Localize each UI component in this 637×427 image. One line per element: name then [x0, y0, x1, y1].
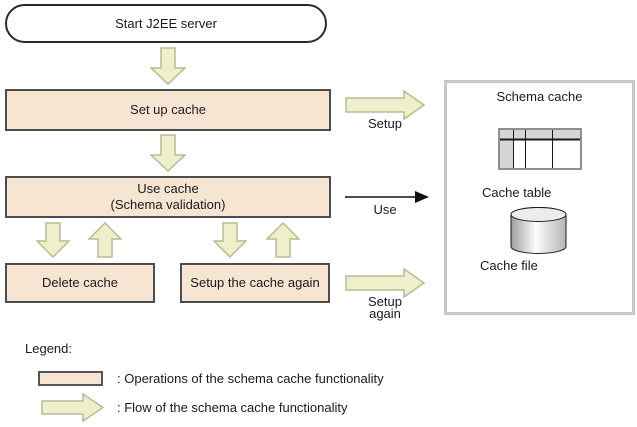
- cache-file-label: Cache file: [480, 258, 538, 273]
- use-cache-label-line2: (Schema validation): [110, 197, 226, 212]
- setup-again-flow-label-line1: Setup: [368, 294, 402, 309]
- right-arrow-icon: [345, 90, 425, 120]
- delete-cache-label: Delete cache: [42, 275, 118, 290]
- schema-cache-title: Schema cache: [496, 89, 583, 104]
- setup-cache-box: Set up cache: [5, 89, 331, 131]
- setup-again-flow-label: Setup again: [345, 294, 425, 321]
- start-node-label: Start J2EE server: [115, 16, 217, 31]
- legend-operations-text: : Operations of the schema cache functio…: [117, 371, 384, 386]
- down-arrow-icon: [150, 47, 186, 85]
- cache-table-label: Cache table: [482, 185, 552, 200]
- cache-file-icon: [510, 207, 567, 254]
- use-arrow-icon: [345, 191, 429, 203]
- use-cache-box: Use cache (Schema validation): [5, 176, 331, 218]
- start-node: Start J2EE server: [5, 4, 327, 43]
- down-arrow-icon: [150, 134, 186, 172]
- right-arrow-icon: [345, 268, 425, 298]
- legend-operation-swatch: [38, 371, 103, 386]
- cache-table-icon: [498, 128, 582, 170]
- legend-flow-text: : Flow of the schema cache functionality: [117, 400, 348, 415]
- up-arrow-icon: [266, 222, 300, 258]
- setup-again-flow-label-line2: again: [369, 306, 401, 321]
- up-arrow-icon: [88, 222, 122, 258]
- setup-again-box: Setup the cache again: [180, 263, 330, 303]
- down-arrow-icon: [213, 222, 247, 258]
- schema-cache-panel: Schema cache Cache table Cache f: [444, 80, 635, 315]
- use-flow-label: Use: [373, 202, 397, 217]
- setup-cache-label: Set up cache: [130, 102, 206, 117]
- use-cache-label-line1: Use cache: [137, 181, 199, 196]
- setup-flow-label: Setup: [368, 116, 402, 131]
- setup-again-label: Setup the cache again: [190, 275, 320, 290]
- legend-title: Legend:: [25, 341, 72, 356]
- down-arrow-icon: [36, 222, 70, 258]
- right-arrow-icon: [41, 393, 104, 422]
- delete-cache-box: Delete cache: [5, 263, 155, 303]
